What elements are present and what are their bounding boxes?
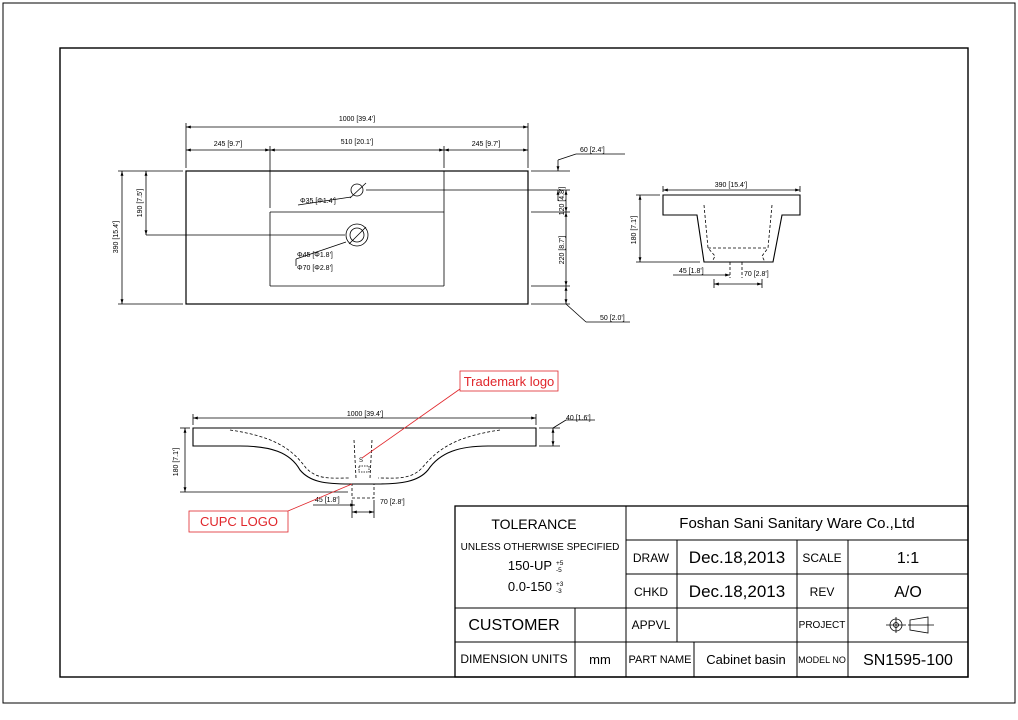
dim-overall-width: 1000 [39.4'] [339, 116, 375, 123]
dim-depth: 390 [15.4'] [113, 221, 120, 254]
chkd-label: CHKD [634, 585, 668, 599]
label-hole-drain: Φ45 [Φ1.8'] [297, 252, 333, 259]
dim-60: 60 [2.4'] [580, 147, 605, 154]
label-hole-outer: Φ70 [Φ2.8'] [297, 265, 333, 272]
dim-front-height: 180 [7.1'] [173, 448, 180, 477]
units-label: DIMENSION UNITS [460, 652, 567, 666]
sheet-border [2, 2, 1016, 704]
side-view [636, 186, 801, 288]
dim-220: 220 [8.7'] [559, 236, 566, 265]
tolerance-range-1: 150-UP [508, 558, 552, 573]
svg-text:S: S [359, 458, 363, 464]
label-hole-small: Φ35 [Φ1.4'] [300, 198, 336, 205]
dim-front-width: 1000 [39.4'] [347, 411, 383, 418]
part-value: Cabinet basin [706, 652, 786, 667]
dim-50: 50 [2.0'] [600, 315, 625, 322]
tolerance-title: TOLERANCE [491, 516, 576, 532]
side-view-labels: 390 [15.4'] 180 [7.1'] 45 [1.8'] 70 [2.8… [631, 182, 769, 278]
title-block [454, 505, 969, 678]
draw-label: DRAW [633, 551, 670, 565]
dim-side-width: 390 [15.4'] [715, 182, 748, 189]
title-block-text: TOLERANCE UNLESS OTHERWISE SPECIFIED 150… [460, 515, 953, 669]
dim-front-70: 70 [2.8'] [380, 499, 405, 506]
model-value: SN1595-100 [863, 652, 953, 669]
draw-date: Dec.18,2013 [689, 548, 785, 567]
customer-label: CUSTOMER [468, 617, 559, 634]
company-name: Foshan Sani Sanitary Ware Co.,Ltd [679, 515, 914, 532]
top-view-labels: 1000 [39.4'] 245 [9.7'] 510 [20.1'] 245 … [113, 116, 625, 322]
model-label: MODEL NO [798, 655, 846, 665]
scale-value: 1:1 [897, 550, 919, 567]
dim-middle-segment: 510 [20.1'] [341, 139, 374, 146]
tolerance-range-2: 0.0-150 [508, 579, 552, 594]
dim-right-segment: 245 [9.7'] [472, 141, 501, 148]
top-view [118, 123, 630, 323]
front-view: S [180, 414, 595, 518]
dim-side-height: 180 [7.1'] [631, 216, 638, 245]
project-label: PROJECT [799, 620, 846, 631]
dim-side-70: 70 [2.8'] [744, 271, 769, 278]
drain-hole-outer [345, 223, 369, 247]
dim-hole-offset: 190 [7.5'] [137, 189, 144, 218]
rev-value: A/O [894, 584, 922, 601]
tolerance-minus-1: -5 [556, 567, 562, 574]
cupc-callout-box [188, 510, 289, 533]
basin-outline-top [185, 170, 529, 305]
tolerance-plus-1: +5 [556, 560, 564, 567]
drain-hole-inner [349, 227, 365, 243]
front-view-labels: 1000 [39.4'] 40 [1.6'] 180 [7.1'] 45 [1.… [173, 411, 591, 506]
part-label: PART NAME [629, 654, 692, 666]
rev-label: REV [810, 585, 835, 599]
trademark-callout: Trademark logo [464, 374, 555, 389]
trademark-callout-box [459, 370, 559, 392]
chkd-date: Dec.18,2013 [689, 582, 785, 601]
dim-side-45: 45 [1.8'] [679, 268, 704, 275]
scale-label: SCALE [802, 551, 841, 565]
dim-left-segment: 245 [9.7'] [214, 141, 243, 148]
dim-front-45: 45 [1.8'] [315, 497, 340, 504]
projection-symbol-icon [886, 616, 934, 634]
tolerance-minus-2: -3 [556, 588, 562, 595]
dim-120: 120 [4.8'] [559, 187, 566, 216]
units-value: mm [589, 652, 611, 667]
faucet-hole [350, 183, 364, 197]
appvl-label: APPVL [632, 618, 671, 632]
dim-front-thickness: 40 [1.6'] [566, 415, 591, 422]
cupc-callout: CUPC LOGO [200, 514, 278, 529]
tolerance-note: UNLESS OTHERWISE SPECIFIED [461, 542, 620, 553]
callouts: Trademark logo CUPC LOGO [188, 370, 559, 533]
tolerance-plus-2: +3 [556, 581, 564, 588]
